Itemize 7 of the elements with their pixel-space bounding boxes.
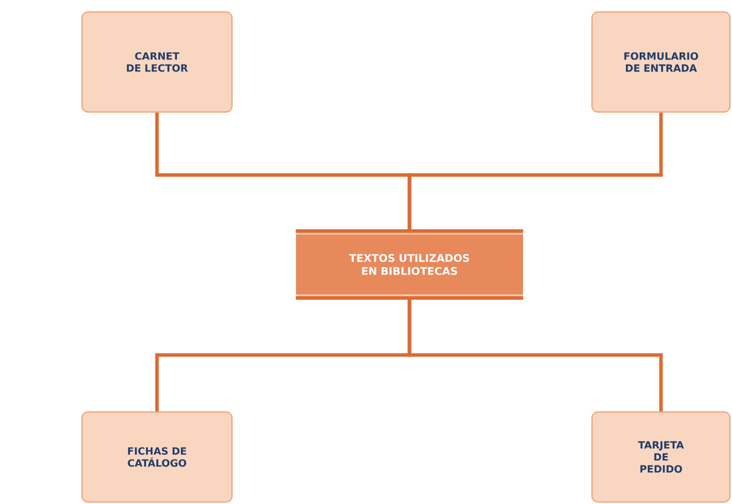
- title-box: TEXTOS UTILIZADOS EN BIBLIOTECAS: [295, 229, 524, 300]
- connector-line: [408, 112, 663, 231]
- topic-box: CARNET DE LECTOR: [81, 11, 233, 113]
- topic-box: TARJETA DE PEDIDO: [591, 411, 731, 503]
- topic-box: FORMULARIO DE ENTRADA: [591, 11, 731, 113]
- topic-box: FICHAS DE CATÁLOGO: [81, 411, 233, 503]
- connector-line: [408, 298, 663, 412]
